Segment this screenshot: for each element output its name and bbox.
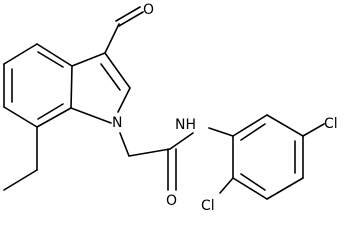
structural-formula: O N NH O Cl Cl <box>3 2 338 214</box>
bond-c7-c7a-inner <box>37 103 64 120</box>
bond-c6-c7 <box>3 106 38 128</box>
bond-ar-c1-c6 <box>232 114 268 137</box>
bond-aldehyde-ch <box>104 23 120 54</box>
bond-n1-ch2 <box>119 132 130 157</box>
bond-nh-aryl <box>208 127 234 137</box>
bond-ar-c3-c2 <box>232 177 268 200</box>
bond-c3-c2-inner <box>100 63 121 91</box>
bond-ar-c4-c3 <box>266 177 304 200</box>
bond-c3-c3a <box>71 52 106 67</box>
bond-aldehyde-double-outer <box>115 6 141 22</box>
bond-c3a-c4 <box>36 43 73 67</box>
bond-ar-c1-c6-inner <box>240 123 266 141</box>
chlorine-para-label: Cl <box>324 116 338 132</box>
amide-nh-label: NH <box>175 117 196 133</box>
bond-carbonyl-nh <box>169 132 194 150</box>
chlorine-ortho-label: Cl <box>201 198 215 214</box>
bond-ar-c6-c5 <box>266 114 304 137</box>
bond-ar-c4-cl <box>302 123 325 137</box>
atom-labels: O N NH O Cl Cl <box>112 2 338 214</box>
bond-c7-c7a <box>36 107 72 128</box>
bond-c3a-c7a <box>70 65 73 109</box>
aldehyde-oxygen-label: O <box>143 2 154 18</box>
bond-c4-c5 <box>3 43 38 65</box>
bond-n1-c7a <box>70 107 112 124</box>
amide-oxygen-label: O <box>166 193 177 209</box>
bond-c3a-c4-inner <box>37 51 64 68</box>
bond-ar-c2-cl <box>219 177 234 194</box>
bond-aldehyde-double-inner <box>118 11 144 27</box>
bonds <box>3 6 325 200</box>
bond-ethyl-ch2-ch3 <box>3 169 38 191</box>
bond-ar-c3-c2-inner <box>240 173 266 191</box>
bond-ch2-carbonyl <box>128 148 171 157</box>
bond-c2-n1 <box>117 87 131 113</box>
bond-c3-c2 <box>104 52 131 89</box>
indole-nitrogen-label: N <box>112 115 122 131</box>
